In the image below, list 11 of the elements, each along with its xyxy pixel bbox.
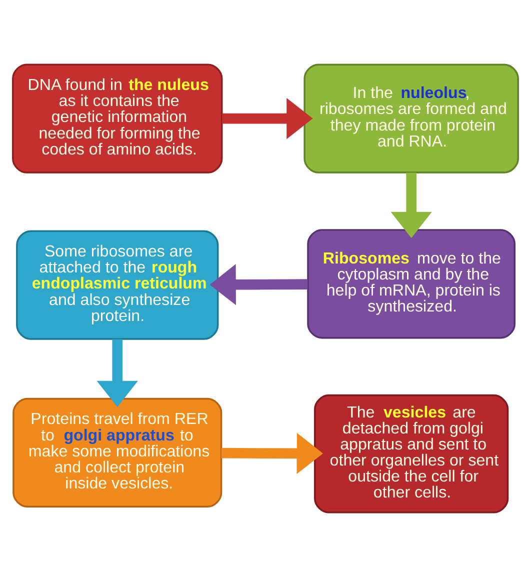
arrow xyxy=(221,432,323,474)
node-box: The vesicles are detached from golgi appratus and sent to other organelles or sent outside the cell for other cells. xyxy=(314,394,509,514)
arrow xyxy=(210,264,308,306)
arrow xyxy=(390,172,432,238)
node-box: DNA found in the nuleus as it contains the genetic information needed for forming the codes of amino acids. xyxy=(12,64,223,174)
node-box: Ribosomes move to the cytoplasm and by the help of mRNA, protein is synthesized. xyxy=(307,229,516,339)
arrow xyxy=(222,98,313,140)
arrow xyxy=(96,339,138,408)
node-box: Some ribosomes are attached to the rough endoplasmic reticulum and also synthesize protein. xyxy=(16,230,219,340)
node-box: Proteins travel from RER to golgi appratus to make some modifications and collect protein inside vesicles. xyxy=(12,398,222,508)
node-box: In the nuleolus, ribosomes are formed and they made from protein and RNA. xyxy=(304,64,519,174)
